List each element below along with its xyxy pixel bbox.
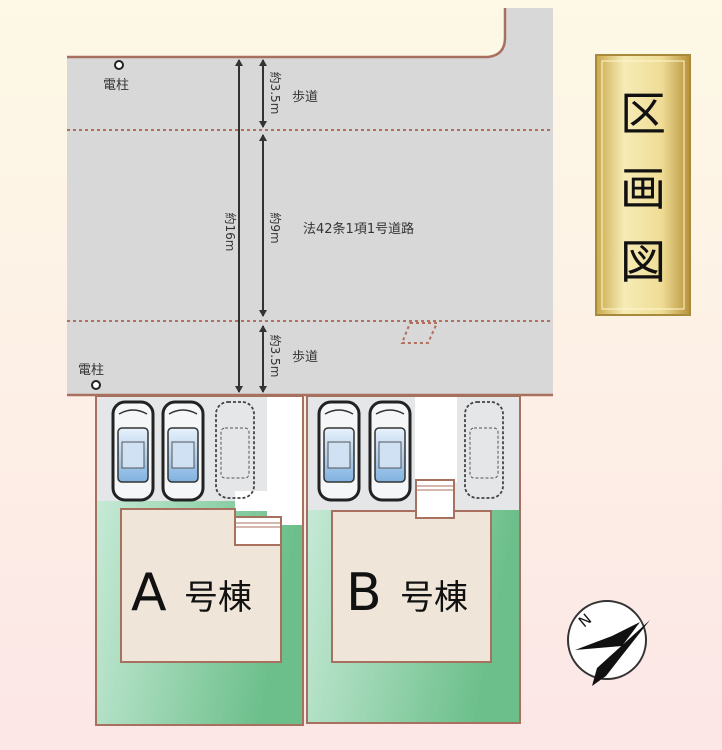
title-char: 区 [620, 87, 666, 141]
lot-suffix: 号棟 [400, 578, 468, 618]
north-compass-icon: N [567, 600, 650, 686]
utility-pole-icon [91, 380, 101, 390]
sidewalk-label: 歩道 [292, 90, 318, 105]
pole-label: 電柱 [103, 78, 129, 93]
lot-letter: B [346, 563, 382, 623]
total-width-label: 約16m [223, 213, 238, 252]
lot-suffix: 号棟 [184, 578, 252, 618]
road [67, 8, 553, 397]
sidewalk-top-width-label: 約3.5m [268, 72, 283, 115]
lot-b: B 号棟 [306, 395, 521, 724]
sidewalk-label: 歩道 [292, 350, 318, 365]
carriageway-width-label: 約9m [268, 212, 283, 243]
road-type-label: 法42条1項1号道路 [303, 221, 414, 237]
utility-pole-icon [114, 60, 124, 70]
title-char: 図 [620, 235, 666, 289]
sidewalk-bottom-width-label: 約3.5m [268, 335, 283, 378]
title-char: 画 [620, 162, 666, 216]
dimension-lines [238, 60, 264, 392]
lot-letter: A [131, 563, 167, 623]
title-plaque: 区 画 図 [595, 54, 691, 316]
curb-cut [400, 322, 439, 344]
lot-a: A 号棟 [95, 395, 304, 726]
pole-label: 電柱 [78, 363, 104, 378]
